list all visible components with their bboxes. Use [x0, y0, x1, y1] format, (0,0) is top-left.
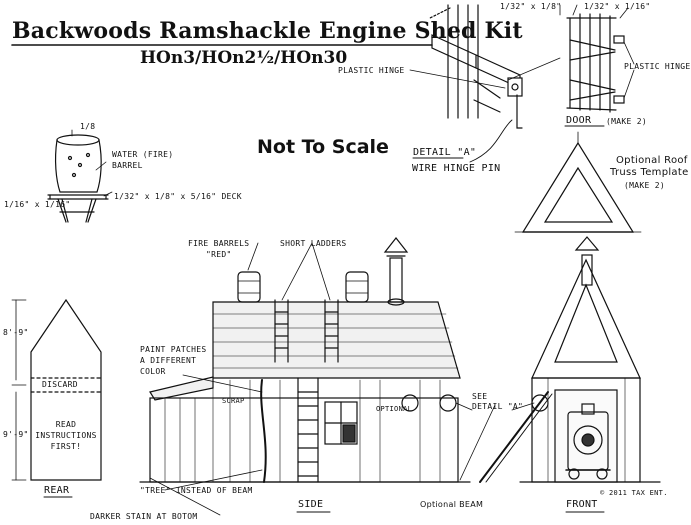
- side-view-label: SIDE: [298, 499, 324, 510]
- tree-note-label: "TREE" INSTEAD OF BEAM: [140, 486, 253, 495]
- hinge-dim-right: 1/32" x 1/16": [584, 2, 651, 11]
- truss-drawing: [514, 131, 642, 233]
- read-label-2: INSTRUCTIONS: [35, 431, 97, 440]
- detail-a-leader: [469, 119, 513, 163]
- rear-view-label: REAR: [44, 485, 70, 496]
- door-drawing: [559, 4, 635, 113]
- rear-height-top: 8'-9": [3, 328, 29, 337]
- detail-a-label: DETAIL "A": [413, 147, 477, 158]
- short-ladders-label: SHORT LADDERS: [280, 239, 347, 248]
- plastic-hinge-label: PLASTIC HINGE: [338, 66, 405, 75]
- door-make-label: (MAKE 2): [606, 117, 647, 126]
- see-detail-label-2: DETAIL "A": [472, 402, 524, 411]
- rear-view-drawing: [11, 298, 102, 481]
- fire-barrels-label: FIRE BARRELS: [188, 239, 250, 248]
- read-label-1: READ: [55, 420, 77, 429]
- front-view-drawing: [479, 236, 661, 483]
- truss-make-label: (MAKE 2): [624, 181, 665, 190]
- discard-label: DISCARD: [42, 380, 78, 389]
- wire-hinge-pin-label: WIRE HINGE PIN: [412, 163, 501, 174]
- leg-dimension-label: 1/16" x 1/16": [4, 200, 71, 209]
- scale-list: HOn3/HOn2½/HOn30: [140, 48, 348, 68]
- front-view-label: FRONT: [566, 499, 598, 510]
- rear-height-bottom: 9'-9": [3, 430, 29, 439]
- truss-label-1: Optional Roof: [616, 155, 688, 166]
- not-to-scale-note: Not To Scale: [257, 136, 389, 158]
- darker-stain-label: DARKER STAIN AT BOTOM: [90, 512, 198, 521]
- paint-patches-label-2: A DIFFERENT: [140, 356, 197, 365]
- water-barrel-label-1: WATER (FIRE): [112, 150, 174, 159]
- copyright-label: © 2011 TAX ENT.: [600, 489, 668, 497]
- hinge-detail-drawing: [409, 4, 561, 129]
- paint-patches-label-1: PAINT PATCHES: [140, 345, 207, 354]
- paint-patches-label-3: COLOR: [140, 367, 166, 376]
- read-label-3: FIRST!: [50, 442, 82, 451]
- scrap-label: SCRAP: [222, 397, 245, 405]
- optional-label: OPTIONAL: [376, 405, 413, 413]
- optional-beam-label: Optional BEAM: [420, 500, 484, 509]
- hinge-dim-left: 1/32" x 1/8": [500, 2, 562, 11]
- water-barrel-label-2: BARREL: [112, 161, 143, 170]
- door-label: DOOR: [566, 115, 592, 126]
- water-tower-drawing: [47, 129, 113, 223]
- side-view-drawing: [139, 237, 496, 516]
- barrel-top-mark: 1/8: [80, 122, 96, 131]
- truss-label-2: Truss Template: [610, 167, 689, 178]
- plastic-hinges-label: PLASTIC HINGES: [624, 62, 691, 71]
- deck-dimension-label: 1/32" x 1/8" x 5/16" DECK: [114, 192, 242, 201]
- see-detail-label-1: SEE: [472, 392, 488, 401]
- fire-barrels-red-label: "RED": [206, 250, 232, 259]
